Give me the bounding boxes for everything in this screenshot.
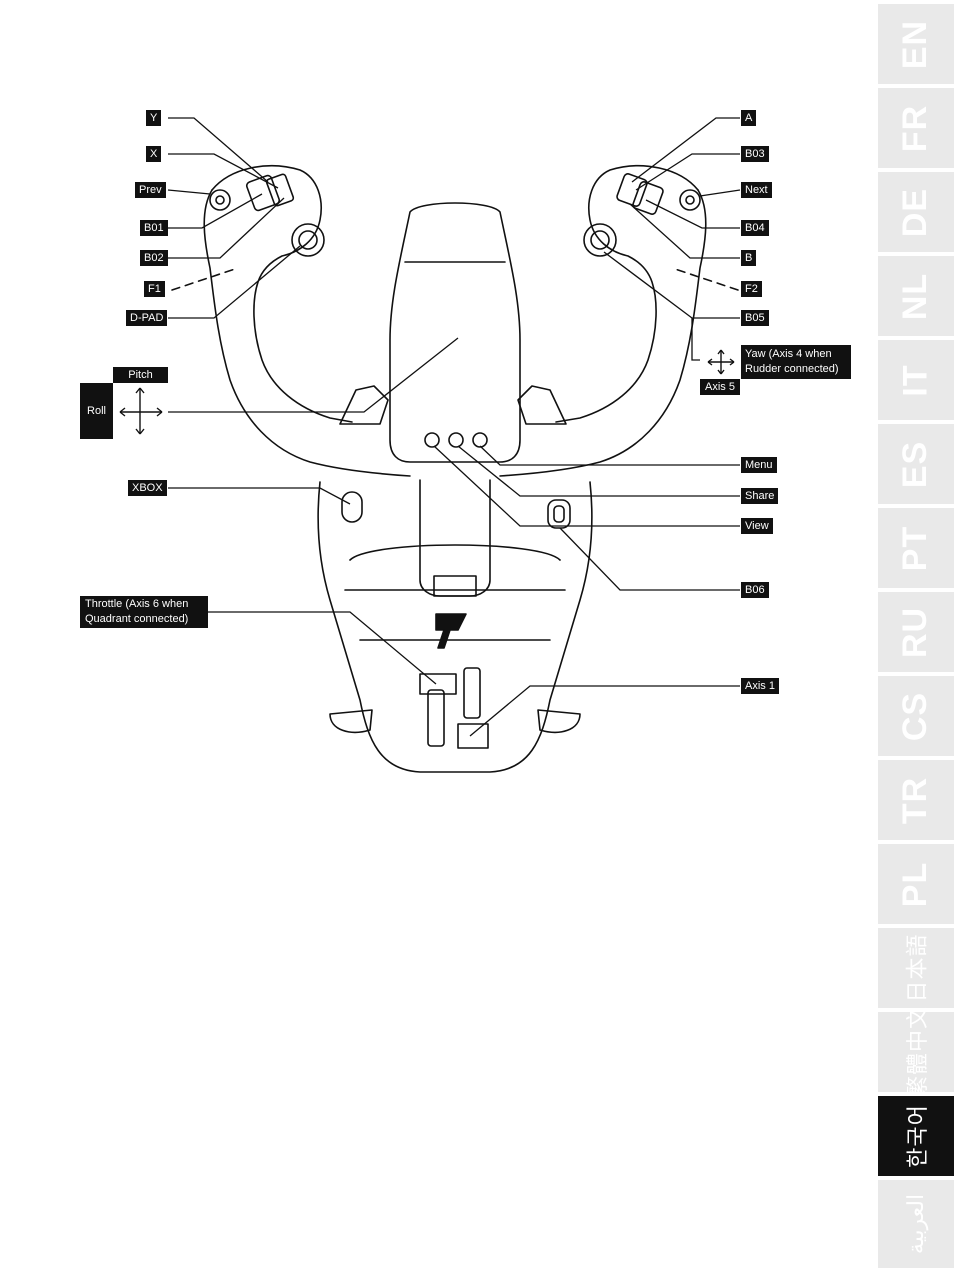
tab-it[interactable]: IT [878, 340, 954, 420]
tab-ru[interactable]: RU [878, 592, 954, 672]
tab-pt[interactable]: PT [878, 508, 954, 588]
tab-fr[interactable]: FR [878, 88, 954, 168]
label-axis1: Axis 1 [741, 678, 779, 694]
tab-pl[interactable]: PL [878, 844, 954, 924]
tab-de[interactable]: DE [878, 172, 954, 252]
yoke-diagram [119, 117, 741, 773]
center-column [389, 202, 521, 463]
tab-ko[interactable]: 한국어 [878, 1096, 954, 1176]
label-prev: Prev [135, 182, 166, 198]
label-f1: F1 [144, 281, 165, 297]
label-b04: B04 [741, 220, 769, 236]
label-dpad: D-PAD [126, 310, 168, 326]
tab-ar[interactable]: العربية [878, 1180, 954, 1268]
tab-es[interactable]: ES [878, 424, 954, 504]
language-tabs: EN FR DE NL IT ES PT RU CS TR PL 日本語 繁體中… [878, 0, 954, 1272]
tab-tr[interactable]: TR [878, 760, 954, 840]
base-body [317, 481, 593, 773]
tab-ja[interactable]: 日本語 [878, 928, 954, 1008]
right-grip [555, 164, 699, 423]
label-xbox: XBOX [128, 480, 167, 496]
label-view: View [741, 518, 773, 534]
label-b01: B01 [140, 220, 168, 236]
label-throttle: Throttle (Axis 6 when Quadrant connected… [80, 596, 208, 628]
label-next: Next [741, 182, 772, 198]
label-f2: F2 [741, 281, 762, 297]
label-b: B [741, 250, 757, 266]
label-a: A [741, 110, 757, 126]
tab-en[interactable]: EN [878, 4, 954, 84]
left-grip [211, 164, 353, 423]
tab-zh[interactable]: 繁體中文 [878, 1006, 954, 1098]
label-pitch: Pitch [113, 367, 168, 383]
label-menu: Menu [741, 457, 777, 473]
label-yaw: Yaw (Axis 4 when Rudder connected) [741, 345, 851, 379]
label-b03: B03 [741, 146, 769, 162]
label-b05: B05 [741, 310, 769, 326]
label-y: Y [146, 110, 162, 126]
label-b02: B02 [140, 250, 168, 266]
label-roll: Roll [80, 383, 113, 439]
label-share: Share [741, 488, 779, 504]
label-x: X [146, 146, 162, 162]
label-b06: B06 [741, 582, 769, 598]
tab-cs[interactable]: CS [878, 676, 954, 756]
tab-nl[interactable]: NL [878, 256, 954, 336]
label-axis5: Axis 5 [700, 379, 740, 395]
